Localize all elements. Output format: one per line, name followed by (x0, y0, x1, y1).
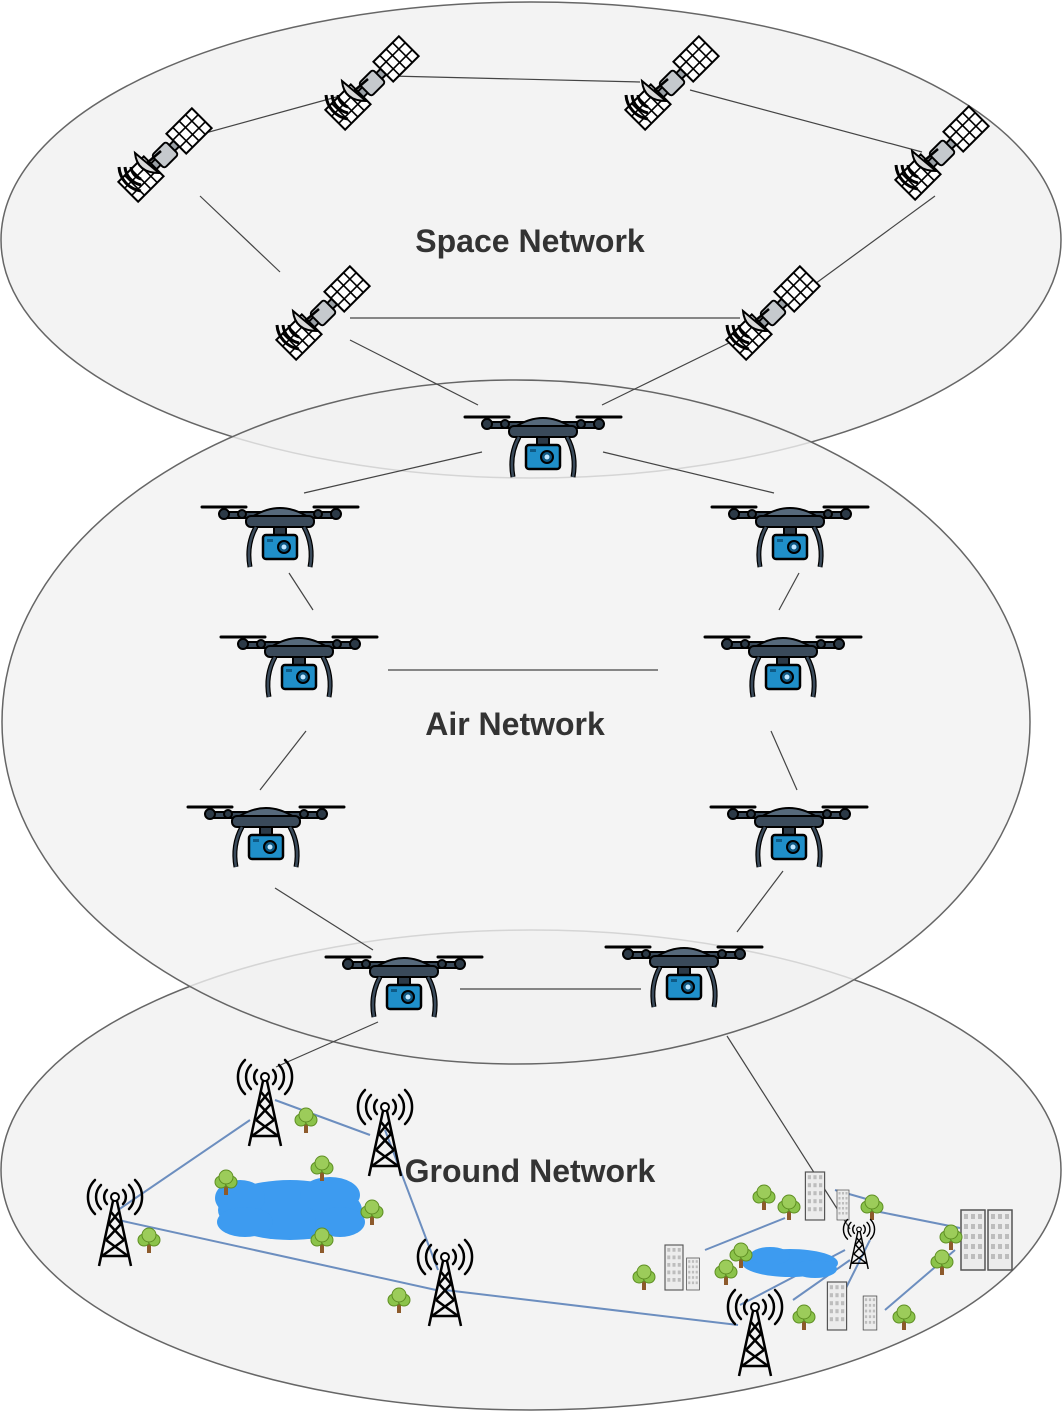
lake-icon (215, 1177, 365, 1240)
lake-icon (742, 1247, 838, 1278)
air-links (259, 451, 851, 1230)
ground-links (117, 1099, 961, 1326)
space-network-label: Space Network (415, 223, 645, 259)
air-network-label: Air Network (425, 706, 605, 742)
ground-network-label: Ground Network (405, 1153, 656, 1189)
